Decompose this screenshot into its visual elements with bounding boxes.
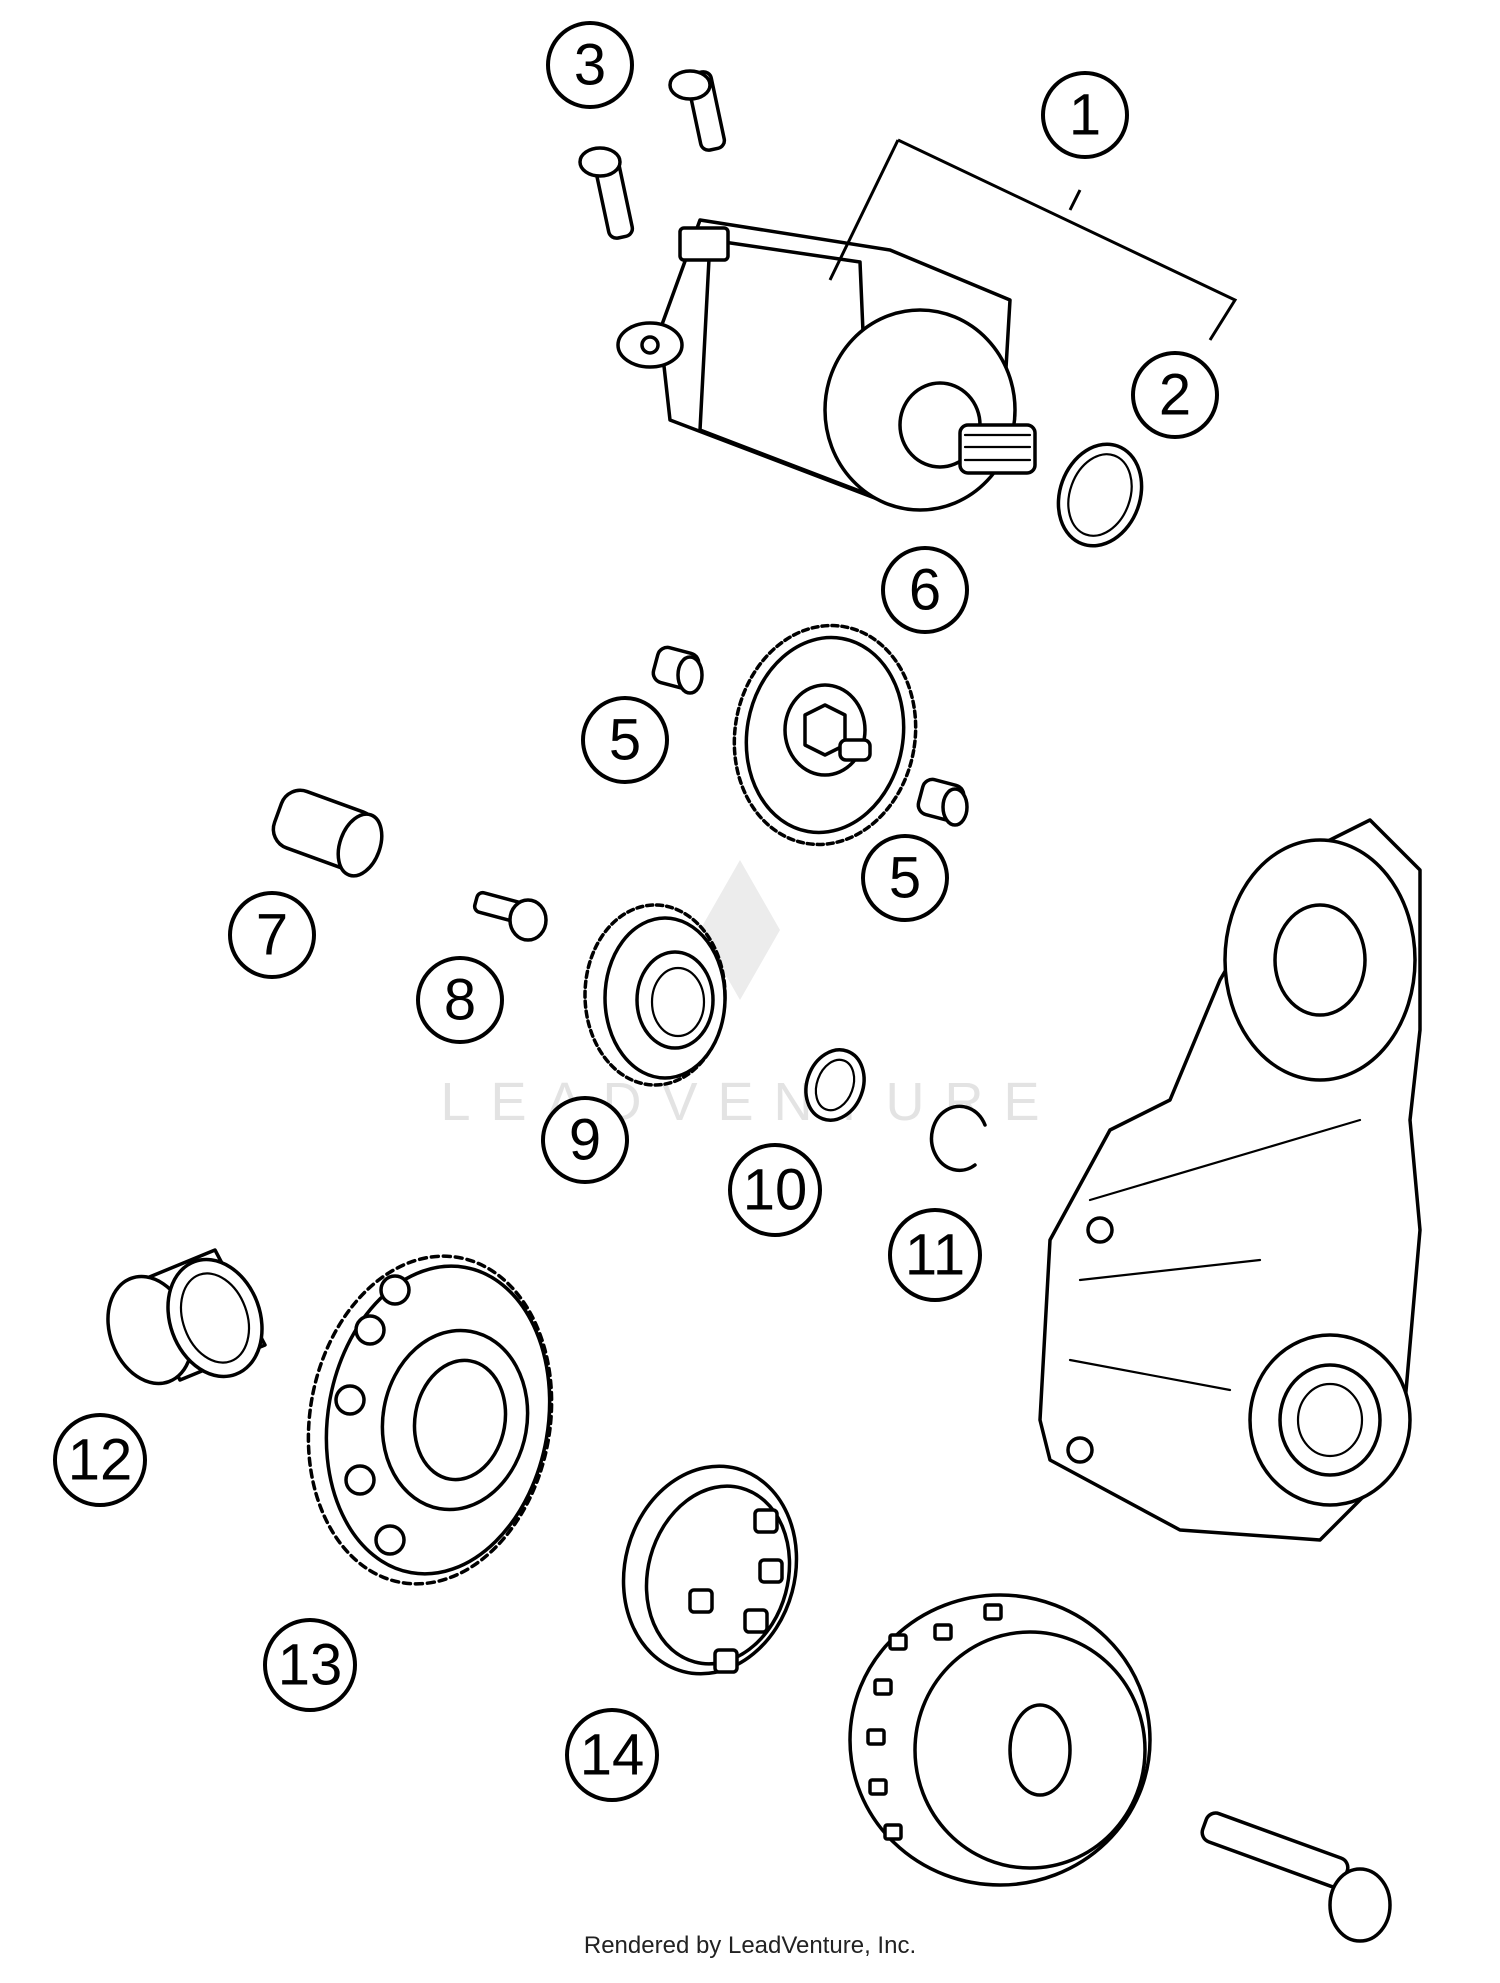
callout-14: 14 — [565, 1708, 659, 1802]
leader-line-2 — [897, 138, 1238, 341]
washer — [804, 1048, 866, 1122]
callout-5-upper: 5 — [581, 696, 669, 784]
callout-2-label: 2 — [1159, 363, 1191, 428]
callout-11-label: 11 — [905, 1223, 965, 1288]
callout-9-label: 9 — [569, 1108, 601, 1173]
callout-5-upper-label: 5 — [609, 708, 641, 773]
callout-1-label: 1 — [1069, 83, 1101, 148]
mounting-screws — [578, 69, 727, 240]
callout-7: 7 — [228, 891, 316, 979]
leader-line-1 — [828, 139, 900, 281]
freewheel-gear — [306, 1254, 554, 1586]
callout-7-label: 7 — [256, 903, 288, 968]
screw-upper — [668, 69, 727, 152]
callout-9: 9 — [541, 1096, 629, 1184]
generator-cover — [1038, 818, 1422, 1542]
intermediate-gear — [732, 623, 918, 847]
callout-14-label: 14 — [580, 1723, 645, 1788]
needle-bearing — [106, 1248, 267, 1386]
rotor-bolt — [1200, 1811, 1392, 1943]
callout-5-lower-label: 5 — [889, 846, 921, 911]
callout-5-lower: 5 — [861, 834, 949, 922]
callout-10: 10 — [728, 1143, 822, 1237]
bushing-upper — [651, 645, 704, 695]
screw-lower — [578, 146, 635, 240]
callout-8-label: 8 — [444, 968, 476, 1033]
freewheel — [621, 1464, 799, 1676]
sleeve — [271, 788, 384, 878]
rotor — [848, 1593, 1152, 1887]
circlip — [929, 1104, 987, 1173]
bolt-small — [472, 890, 548, 942]
starter-motor — [616, 218, 1037, 512]
bushing-lower — [916, 777, 969, 827]
callout-11: 11 — [888, 1208, 982, 1302]
callout-13-label: 13 — [278, 1633, 343, 1698]
callout-3: 3 — [546, 21, 634, 109]
callout-2: 2 — [1131, 351, 1219, 439]
callout-3-label: 3 — [574, 33, 606, 98]
callout-8: 8 — [416, 956, 504, 1044]
callout-10-label: 10 — [743, 1158, 808, 1223]
o-ring — [1056, 442, 1144, 548]
callout-6-label: 6 — [909, 558, 941, 623]
callout-12-label: 12 — [68, 1428, 133, 1493]
callout-13: 13 — [263, 1618, 357, 1712]
small-gear — [583, 903, 727, 1087]
callout-1: 1 — [1041, 71, 1129, 159]
footer-credit: Rendered by LeadVenture, Inc. — [583, 1932, 917, 1959]
callout-12: 12 — [53, 1413, 147, 1507]
callout-6: 6 — [881, 546, 969, 634]
